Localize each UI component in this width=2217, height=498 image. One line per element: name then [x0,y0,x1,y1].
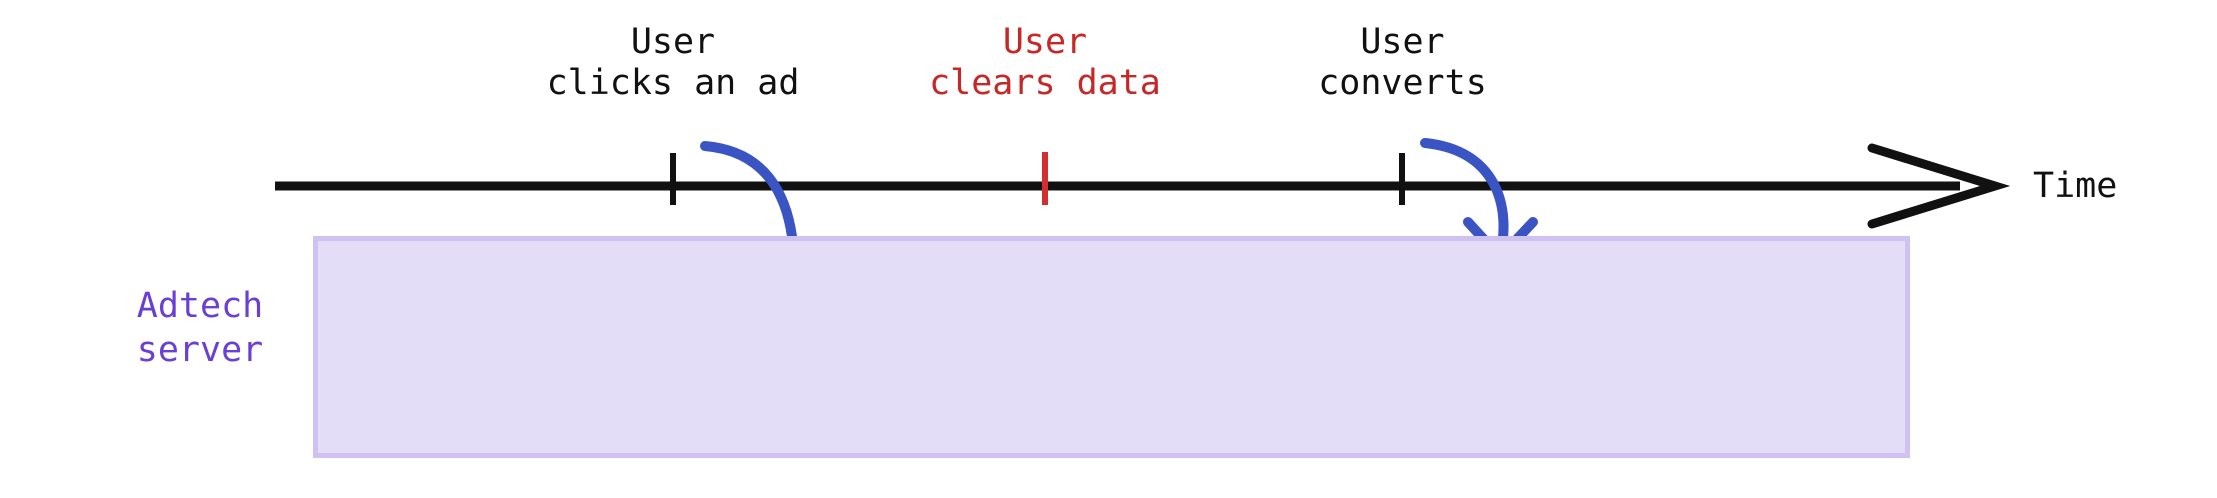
event-label-user-converts: User converts [1318,22,1487,104]
time-axis-label: Time [2033,166,2118,206]
adtech-server-lane: Cookie 123456: Ad clicked ? No cookie to… [313,236,1910,458]
adtech-server-label: Adtech server [136,286,264,370]
event-label-user-clears-data: User clears data [929,22,1161,104]
time-axis-arrowhead [1867,143,2011,229]
event-label-user-clicks-an-ad: User clicks an ad [546,22,800,104]
